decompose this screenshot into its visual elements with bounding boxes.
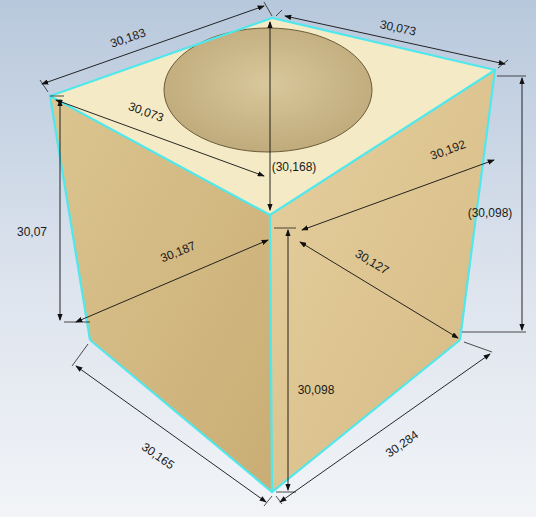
dimension-value: 30,07 — [17, 225, 47, 239]
hole — [164, 28, 372, 152]
dimension-value: 30,165 — [139, 440, 177, 473]
extension-lines — [40, 2, 526, 506]
dimension-value: 30,098 — [298, 383, 335, 397]
dimension-value: 30,284 — [383, 428, 421, 461]
dimension-value: 30,183 — [108, 25, 147, 50]
dimension-value: (30,098) — [468, 206, 513, 220]
cube-edges — [50, 18, 495, 492]
dimension-value: 30,073 — [379, 17, 418, 38]
dimension-value: (30,168) — [272, 160, 317, 174]
dimension-lines — [42, 6, 522, 502]
